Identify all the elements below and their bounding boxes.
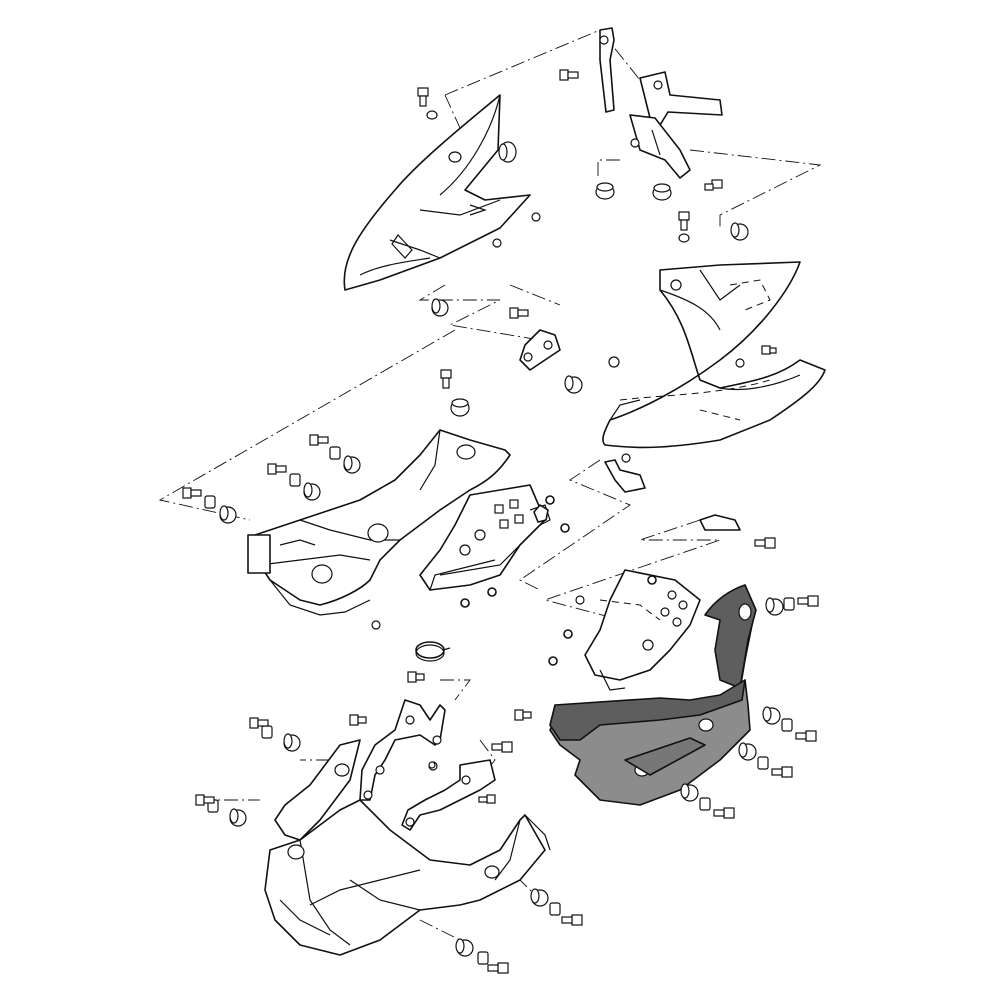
bolt <box>267 463 287 475</box>
grommet <box>652 183 672 201</box>
right-side-cover-shaded <box>549 584 757 806</box>
bolt <box>514 709 532 721</box>
o-ring <box>460 598 470 608</box>
grommet <box>730 222 749 241</box>
screw <box>735 358 745 368</box>
grommet <box>450 398 470 417</box>
o-ring <box>487 587 497 597</box>
lower-stay-bracket <box>359 699 496 831</box>
grommet <box>283 733 301 752</box>
collar <box>757 756 769 770</box>
collar <box>329 446 341 460</box>
o-ring <box>647 575 657 585</box>
center-inner-bracket-panel <box>419 484 551 591</box>
collar <box>289 473 301 487</box>
small-brackets <box>519 329 741 531</box>
grommet <box>680 783 699 802</box>
collar <box>781 718 793 732</box>
bolt <box>487 962 509 974</box>
grommet <box>431 298 449 317</box>
washer <box>678 233 690 243</box>
fasteners <box>182 69 819 974</box>
bolt <box>478 794 496 804</box>
upper-right-cowl-panel <box>602 261 826 449</box>
o-ring <box>548 656 558 666</box>
collar <box>204 495 216 509</box>
bolt <box>195 794 215 806</box>
bolt <box>309 434 329 446</box>
bolt <box>561 914 583 926</box>
grommet <box>765 597 784 616</box>
grommet <box>455 938 474 957</box>
screw <box>621 453 631 463</box>
collar <box>783 597 795 611</box>
grommet <box>219 505 237 524</box>
grommet <box>343 455 361 474</box>
bolt <box>754 537 776 549</box>
bolt <box>440 369 452 389</box>
grommet <box>738 742 757 761</box>
screw <box>492 238 502 248</box>
bolt <box>349 714 367 726</box>
lower-cowl <box>264 739 551 956</box>
bolt <box>559 69 579 81</box>
grommet <box>595 182 615 200</box>
o-ring <box>560 523 570 533</box>
grommet <box>530 888 549 907</box>
washer <box>426 110 438 120</box>
hose-clamp <box>415 641 451 662</box>
left-inner-duct-panel <box>247 429 511 616</box>
bolt <box>678 211 690 231</box>
right-inner-bracket-panel <box>584 569 701 691</box>
grommet <box>564 375 583 394</box>
collar <box>699 797 711 811</box>
collar <box>261 725 273 739</box>
bolt <box>761 345 777 355</box>
bolt <box>417 87 429 107</box>
screw <box>531 212 541 222</box>
screw <box>608 356 620 368</box>
bolt <box>704 179 723 191</box>
bolt <box>182 487 202 499</box>
screw <box>575 595 585 605</box>
upper-left-cowl-panel <box>343 94 531 291</box>
screw <box>428 761 436 769</box>
collar <box>477 951 489 965</box>
bolt <box>771 766 793 778</box>
grommet <box>303 482 321 501</box>
grommet <box>498 141 517 163</box>
bolt <box>509 307 529 319</box>
grommet <box>762 706 781 725</box>
bolt <box>491 741 513 753</box>
o-ring <box>545 495 555 505</box>
bolt <box>407 671 425 683</box>
upper-stay-bracket <box>599 27 723 179</box>
bolt <box>249 717 269 729</box>
o-ring <box>563 629 573 639</box>
bolt <box>797 595 819 607</box>
bolt <box>795 730 817 742</box>
screw <box>371 620 381 630</box>
collar <box>549 902 561 916</box>
bolt <box>713 807 735 819</box>
grommet <box>229 808 247 827</box>
